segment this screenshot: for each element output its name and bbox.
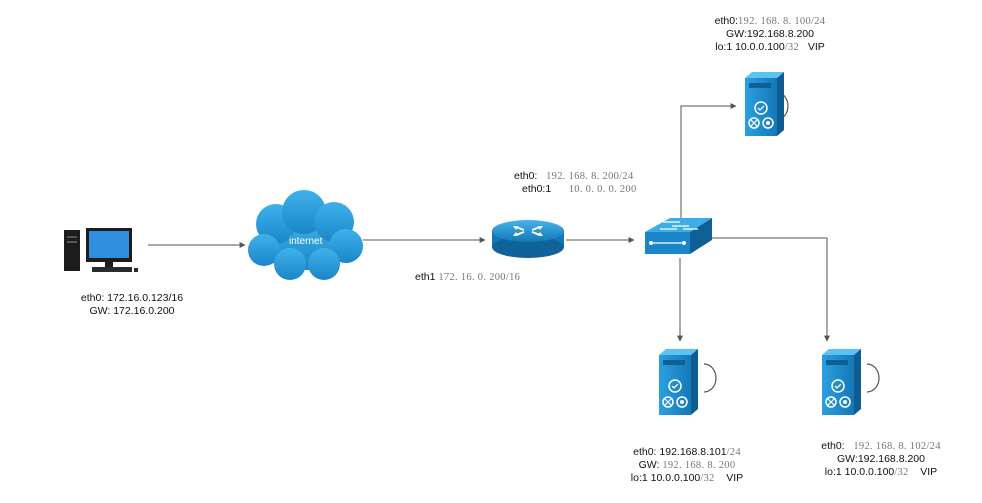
router-eth01-key: eth0:1 <box>522 183 552 195</box>
internet-label: internet <box>289 236 323 247</box>
server-top-eth0: eth0:192. 168. 8. 100/24 <box>700 15 840 28</box>
server-top-eth0-value: 192. 168. 8. 100/24 <box>737 16 826 27</box>
server-top-gw: GW:192.168.8.200 <box>726 28 814 40</box>
server-top-vip: VIP <box>807 41 825 53</box>
server-mid-vip: VIP <box>726 472 744 484</box>
server-mid-lo-mask: /32 <box>700 473 715 484</box>
server-top-labels: eth0:192. 168. 8. 100/24 GW:192.168.8.20… <box>700 15 840 54</box>
server-right-icon <box>822 349 880 415</box>
server-top-eth0-key: eth0: <box>714 15 738 27</box>
router-eth01-value: 10. 0. 0. 0. 200 <box>568 184 637 195</box>
server-top-icon <box>745 72 789 136</box>
server-mid-lo: lo:1 10.0.0.100/32 VIP <box>612 472 762 485</box>
server-mid-labels: eth0: 192.168.8.101/24 GW: 192. 168. 8. … <box>612 446 762 485</box>
router-eth1-line: eth1 172. 16. 0. 200/16 <box>415 271 520 284</box>
router-eth0-line: eth0: 192. 168. 8. 200/24 <box>514 170 637 183</box>
link-switch-server-right <box>712 237 830 342</box>
server-right-vip: VIP <box>920 466 938 478</box>
server-mid-eth0-mask: /24 <box>726 447 741 458</box>
router-eth0-labels: eth0: 192. 168. 8. 200/24 eth0:1 10. 0. … <box>514 170 637 196</box>
server-mid-gw: GW: 192. 168. 8. 200 <box>612 459 762 472</box>
router-eth0-key: eth0: <box>514 170 538 182</box>
server-right-lo-key: lo:1 10.0.0.100 <box>824 466 895 478</box>
server-right-eth0: eth0: 192. 168. 8. 102/24 <box>806 440 956 453</box>
desktop-computer-icon <box>64 228 138 272</box>
server-mid-gw-key: GW: <box>638 459 660 471</box>
server-right-gw: GW:192.168.8.200 <box>837 453 925 465</box>
server-mid-gw-value: 192. 168. 8. 200 <box>662 460 736 471</box>
client-gw: GW: 172.16.0.200 <box>89 305 175 317</box>
router-icon <box>492 220 564 258</box>
internet-cloud-icon <box>248 190 363 280</box>
server-right-eth0-value: 192. 168. 8. 102/24 <box>853 441 941 452</box>
link-switch-server-top <box>680 103 737 222</box>
server-top-lo-mask: /32 <box>784 42 800 53</box>
client-labels: eth0: 172.16.0.123/16 GW: 172.16.0.200 <box>72 292 192 318</box>
server-right-lo: lo:1 10.0.0.100/32 VIP <box>806 466 956 479</box>
server-mid-icon <box>659 349 717 415</box>
connections <box>148 103 830 342</box>
client-eth0: eth0: 172.16.0.123/16 <box>80 292 184 304</box>
server-right-lo-mask: /32 <box>894 467 909 478</box>
switch-icon <box>645 218 712 254</box>
router-eth1-key: eth1 <box>415 271 436 283</box>
server-right-labels: eth0: 192. 168. 8. 102/24 GW:192.168.8.2… <box>806 440 956 479</box>
server-mid-eth0: eth0: 192.168.8.101/24 <box>612 446 762 459</box>
router-eth1-value: 172. 16. 0. 200/16 <box>438 272 521 283</box>
router-eth01-line: eth0:1 10. 0. 0. 0. 200 <box>514 183 637 196</box>
router-eth0-value: 192. 168. 8. 200/24 <box>546 171 634 182</box>
server-right-eth0-key: eth0: <box>821 440 845 452</box>
server-top-lo-key: lo:1 10.0.0.100 <box>715 41 785 53</box>
server-mid-eth0-key: eth0: 192.168.8.101 <box>633 446 727 458</box>
server-top-lo: lo:1 10.0.0.100/32 VIP <box>700 41 840 54</box>
server-mid-lo-key: lo:1 10.0.0.100 <box>630 472 701 484</box>
